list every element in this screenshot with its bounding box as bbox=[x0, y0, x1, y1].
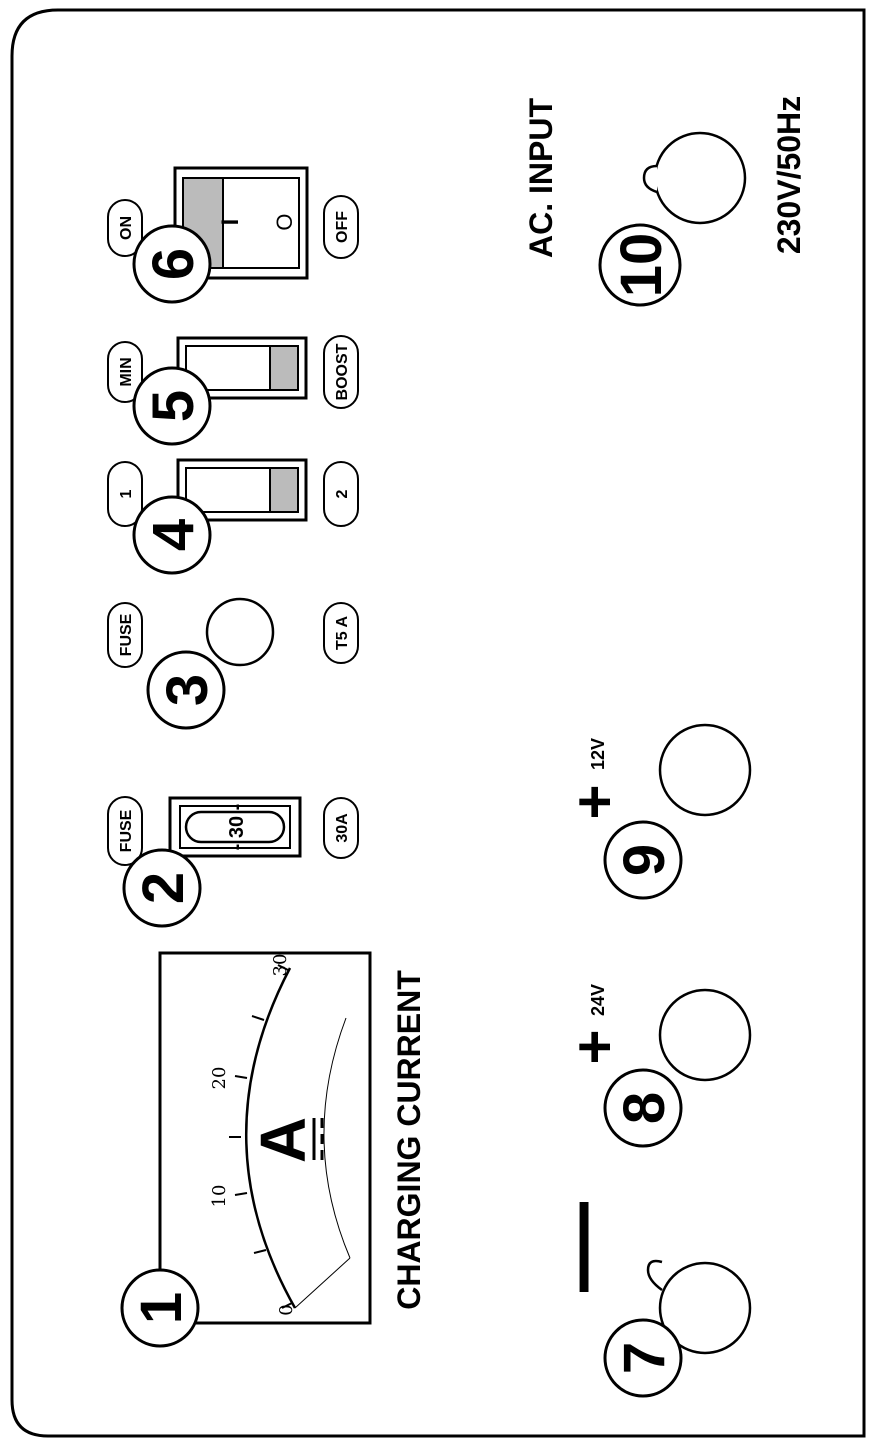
ammeter-ticks bbox=[229, 964, 293, 1309]
blade-fuse-rating-pill bbox=[323, 797, 359, 859]
selector-pos1-pill bbox=[107, 461, 143, 527]
callout-1-number: 1 bbox=[129, 1292, 194, 1324]
callout-10-number: 10 bbox=[609, 233, 674, 298]
ammeter-scale-30: 30 bbox=[270, 954, 291, 977]
terminal-24v-voltage: 24V bbox=[588, 984, 608, 1016]
ac-input-label: AC. INPUT bbox=[523, 98, 559, 258]
ammeter-scale-10: 10 bbox=[209, 1185, 230, 1208]
callout-8-number: 8 bbox=[612, 1092, 677, 1124]
ac-input-key bbox=[642, 164, 658, 194]
ammeter-unit: A bbox=[247, 1117, 319, 1163]
callout-2-number: 2 bbox=[131, 872, 196, 904]
blade-fuse-label-pill bbox=[107, 796, 143, 866]
terminal-24v-symbol: + bbox=[561, 1029, 628, 1064]
callout-7: 7 bbox=[603, 1318, 683, 1398]
power-off-label: OFF bbox=[334, 211, 351, 243]
power-switch-off-symbol: O bbox=[272, 213, 297, 230]
glass-fuse-rating-pill bbox=[323, 602, 359, 664]
glass-fuse-rating: T5 A bbox=[334, 616, 351, 651]
terminal-negative: — bbox=[528, 1202, 752, 1355]
callout-8: 8 bbox=[603, 1068, 683, 1148]
ammeter-frame bbox=[158, 951, 372, 1325]
ammeter-scale-0: 0 bbox=[276, 1304, 297, 1315]
glass-fuse: FUSE T5 A bbox=[107, 597, 359, 668]
ac-input: AC. INPUT 230V/50Hz bbox=[523, 96, 807, 258]
power-on-label: ON bbox=[118, 216, 135, 240]
terminal-12v-voltage: 12V bbox=[588, 738, 608, 770]
callout-6: 6 bbox=[132, 224, 212, 304]
callout-3: 3 bbox=[146, 650, 226, 730]
boost-min-label: MIN bbox=[118, 357, 135, 386]
selector-switch-indicator bbox=[269, 467, 299, 513]
terminal-12v-socket[interactable] bbox=[658, 723, 752, 817]
callout-7-number: 7 bbox=[612, 1342, 677, 1374]
selector-pos2-pill bbox=[323, 461, 359, 527]
callout-5: 5 bbox=[132, 366, 212, 446]
power-off-pill bbox=[323, 195, 359, 259]
ammeter-label: CHARGING CURRENT bbox=[391, 970, 427, 1310]
power-on-pill bbox=[107, 199, 143, 257]
terminal-negative-symbol: — bbox=[528, 1202, 628, 1292]
ammeter-needle bbox=[294, 1257, 351, 1309]
callout-3-number: 3 bbox=[155, 674, 220, 706]
power-switch-on-symbol: I bbox=[217, 219, 244, 226]
blade-fuse-rating: 30A bbox=[334, 813, 351, 843]
selector-pos1-label: 1 bbox=[118, 489, 135, 498]
ammeter: 0 10 20 30 A CHARGING CURRENT bbox=[158, 951, 427, 1325]
glass-fuse-cap[interactable] bbox=[205, 597, 275, 667]
callout-5-number: 5 bbox=[141, 390, 206, 422]
terminal-negative-socket[interactable] bbox=[658, 1261, 752, 1355]
blade-fuse-body-text: - 30 - bbox=[226, 804, 248, 851]
dc-symbol-icon bbox=[312, 1118, 324, 1160]
callout-9: 9 bbox=[603, 820, 683, 900]
blade-fuse: FUSE - 30 - 30A bbox=[107, 796, 359, 866]
terminal-12v: + 12V bbox=[561, 723, 752, 820]
glass-fuse-label: FUSE bbox=[118, 613, 135, 656]
boost-boost-pill bbox=[323, 335, 359, 409]
terminal-24v-socket[interactable] bbox=[658, 988, 752, 1082]
callout-9-number: 9 bbox=[612, 844, 677, 876]
callout-10: 10 bbox=[598, 223, 682, 307]
ac-input-rating: 230V/50Hz bbox=[771, 96, 807, 254]
terminal-12v-symbol: + bbox=[561, 784, 628, 819]
ammeter-inner-arc bbox=[323, 1017, 351, 1259]
selector-switch: 1 2 bbox=[107, 458, 359, 527]
blade-fuse-label: FUSE bbox=[118, 809, 135, 852]
callout-6-number: 6 bbox=[141, 248, 206, 280]
ac-input-socket[interactable] bbox=[653, 131, 747, 225]
callout-4: 4 bbox=[132, 495, 212, 575]
ammeter-dial-arc bbox=[245, 967, 297, 1309]
blade-fuse-body bbox=[184, 810, 286, 844]
callout-1: 1 bbox=[120, 1268, 200, 1348]
boost-switch-indicator bbox=[269, 345, 299, 391]
callout-2: 2 bbox=[122, 848, 202, 928]
boost-boost-label: BOOST bbox=[334, 343, 351, 400]
callout-4-number: 4 bbox=[141, 519, 206, 551]
boost-min-pill bbox=[107, 341, 143, 403]
selector-pos2-label: 2 bbox=[334, 489, 351, 498]
ammeter-scale-20: 20 bbox=[209, 1067, 230, 1090]
terminal-24v: + 24V bbox=[561, 984, 752, 1082]
terminal-negative-key bbox=[646, 1259, 663, 1292]
glass-fuse-label-pill bbox=[107, 602, 143, 668]
